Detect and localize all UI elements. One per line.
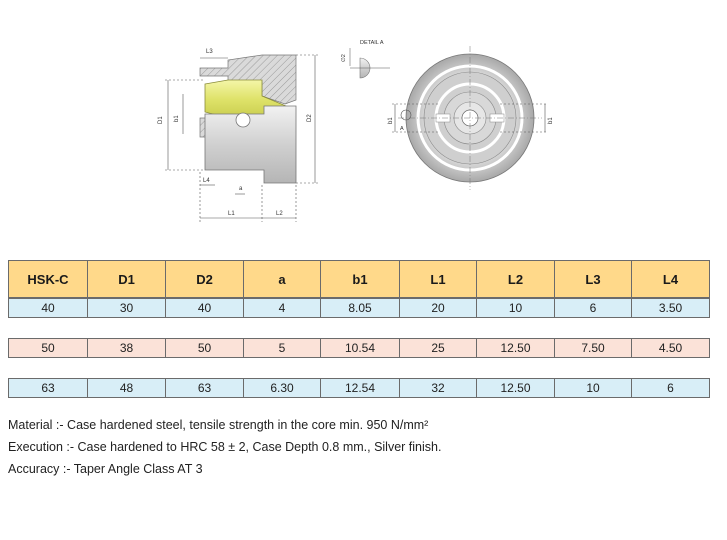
table-cell: 10.54 xyxy=(320,338,400,358)
table-cell: 38 xyxy=(87,338,166,358)
grey-body xyxy=(204,105,297,184)
table-cell: 6.30 xyxy=(243,378,321,398)
note-execution: Execution :- Case hardened to HRC 58 ± 2… xyxy=(8,440,442,454)
dim-l4: L4 xyxy=(203,178,210,184)
col-header-d2: D2 xyxy=(165,260,244,298)
table-row: 50 38 50 5 10.54 25 12.50 7.50 4.50 xyxy=(8,338,710,358)
col-header-d1: D1 xyxy=(87,260,166,298)
dim-a: a xyxy=(239,186,243,192)
technical-drawing: L3 D1 b1 D2 L4 a L1 L2 DETAIL A ∅2 xyxy=(158,40,554,222)
table-cell: 32 xyxy=(399,378,477,398)
dim-l2: L2 xyxy=(276,211,283,217)
dim-b1-front-right: b1 xyxy=(548,117,554,124)
housing-hatch-top xyxy=(199,54,297,105)
table-cell: 4.50 xyxy=(631,338,710,358)
detail-ref-label: A xyxy=(400,126,404,132)
note-material: Material :- Case hardened steel, tensile… xyxy=(8,418,429,432)
dim-d1: D1 xyxy=(158,116,164,124)
side-section-view: L3 D1 b1 D2 L4 a L1 L2 xyxy=(158,49,318,222)
table-cell: 50 xyxy=(165,338,244,358)
dim-l1: L1 xyxy=(228,211,235,217)
table-cell: 50 xyxy=(8,338,88,358)
table-cell: 6 xyxy=(631,378,710,398)
table-cell: 12.50 xyxy=(476,378,555,398)
table-cell: 40 xyxy=(165,298,244,318)
dim-l3: L3 xyxy=(206,49,213,55)
table-cell: 4 xyxy=(243,298,321,318)
table-cell: 25 xyxy=(399,338,477,358)
col-header-hsk-c: HSK-C xyxy=(8,260,88,298)
table-cell: 20 xyxy=(399,298,477,318)
table-row: 63 48 63 6.30 12.54 32 12.50 10 6 xyxy=(8,378,710,398)
table-cell: 10 xyxy=(554,378,632,398)
detail-a-label: DETAIL A xyxy=(360,40,384,46)
table-cell: 7.50 xyxy=(554,338,632,358)
spec-notes: Material :- Case hardened steel, tensile… xyxy=(8,414,441,480)
drive-hole xyxy=(235,112,251,128)
table-cell: 12.50 xyxy=(476,338,555,358)
table-cell: 8.05 xyxy=(320,298,400,318)
table-cell: 3.50 xyxy=(631,298,710,318)
table-cell: 5 xyxy=(243,338,321,358)
table-cell: 30 xyxy=(87,298,166,318)
hsk-c-spec-table: HSK-C D1 D2 a b1 L1 L2 L3 L4 40 30 40 4 … xyxy=(8,260,710,398)
table-header-row: HSK-C D1 D2 a b1 L1 L2 L3 L4 xyxy=(8,260,710,298)
col-header-l4: L4 xyxy=(631,260,710,298)
dim-d2: D2 xyxy=(307,114,313,122)
col-header-a: a xyxy=(243,260,321,298)
table-cell: 10 xyxy=(476,298,555,318)
table-cell: 63 xyxy=(8,378,88,398)
dim-b1-side: b1 xyxy=(174,115,180,122)
table-row: 40 30 40 4 8.05 20 10 6 3.50 xyxy=(8,298,710,318)
dim-b1-front-left: b1 xyxy=(388,117,394,124)
col-header-l2: L2 xyxy=(476,260,555,298)
side-dimension-lines xyxy=(165,54,318,222)
table-cell: 48 xyxy=(87,378,166,398)
table-cell: 63 xyxy=(165,378,244,398)
front-view: b1 b1 A xyxy=(388,46,554,190)
table-cell: 6 xyxy=(554,298,632,318)
table-cell: 12.54 xyxy=(320,378,400,398)
table-cell: 40 xyxy=(8,298,88,318)
dim-phi2: ∅2 xyxy=(340,54,347,62)
detail-ref-circle xyxy=(400,109,412,121)
col-header-b1: b1 xyxy=(320,260,400,298)
note-accuracy: Accuracy :- Taper Angle Class AT 3 xyxy=(8,462,203,476)
detail-a-view: DETAIL A ∅2 xyxy=(340,40,390,79)
col-header-l1: L1 xyxy=(399,260,477,298)
col-header-l3: L3 xyxy=(554,260,632,298)
